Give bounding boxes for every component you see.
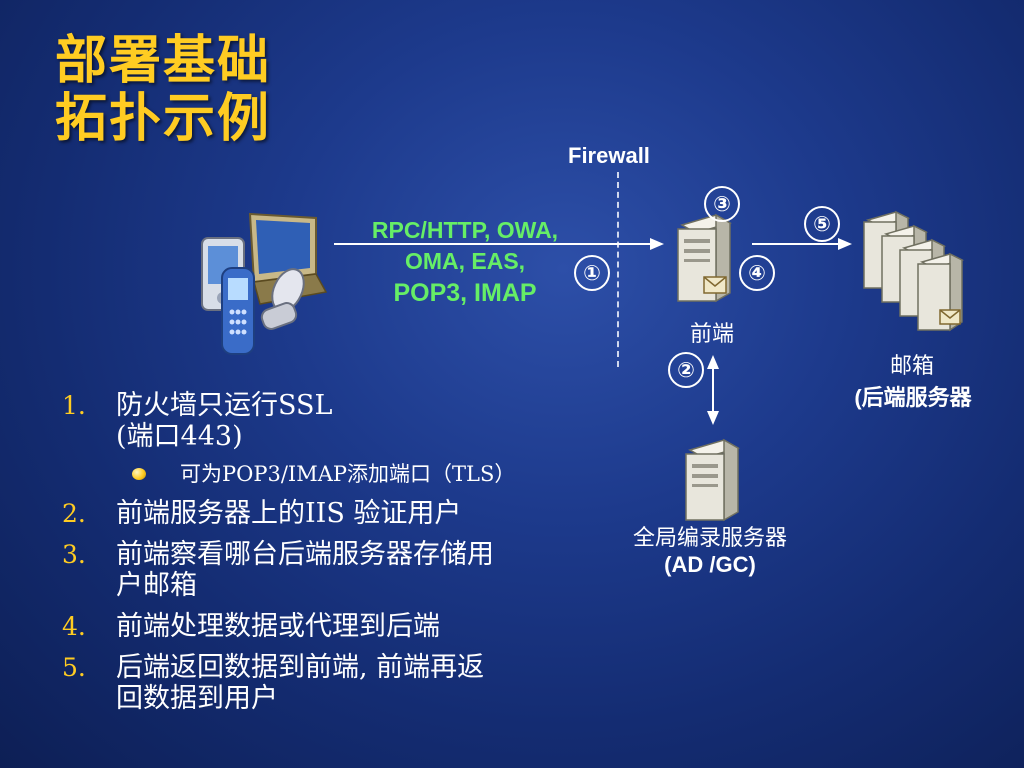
frontend-server-icon bbox=[677, 213, 732, 303]
list-item: 2. 前端服务器上的IIS 验证用户 bbox=[62, 498, 622, 529]
list-item-number: 3. bbox=[62, 540, 86, 569]
list-item-text: 后端返回数据到前端, 前端再返 bbox=[116, 652, 485, 683]
list-item-text-cont: 户邮箱 bbox=[116, 570, 197, 601]
list-item: 4. 前端处理数据或代理到后端 bbox=[62, 611, 622, 642]
protocols-line-1: RPC/HTTP, OWA, bbox=[371, 217, 559, 243]
title-line-1: 部署基础 bbox=[55, 30, 272, 91]
frontend-to-backend-arrow bbox=[752, 238, 852, 250]
frontend-gc-arrow bbox=[707, 355, 719, 425]
backend-servers-icon bbox=[863, 210, 965, 332]
firewall-line bbox=[617, 172, 619, 367]
list-item-text: 防火墙只运行SSL bbox=[116, 390, 333, 421]
list-item: 5. 后端返回数据到前端, 前端再返 回数据到用户 bbox=[62, 652, 622, 714]
step-3-marker: ③ bbox=[704, 186, 740, 222]
steps-list: 1. 防火墙只运行SSL (端口443) 可为POP3/IMAP添加端口（TLS… bbox=[62, 390, 622, 724]
frontend-label: 前端 bbox=[689, 321, 734, 346]
list-sub-item-text: 可为POP3/IMAP添加端口（TLS） bbox=[180, 462, 516, 486]
list-item-text-cont: 回数据到用户 bbox=[116, 683, 278, 714]
protocols-line-3: POP3, IMAP bbox=[393, 279, 537, 307]
list-item-number: 1. bbox=[62, 391, 86, 420]
global-catalog-server-icon bbox=[685, 438, 740, 522]
list-item-number: 2. bbox=[62, 499, 86, 528]
list-item: 1. 防火墙只运行SSL (端口443) bbox=[62, 390, 622, 452]
list-item-text: 前端处理数据或代理到后端 bbox=[116, 611, 440, 642]
list-item-text: 前端察看哪台后端服务器存储用 bbox=[116, 539, 494, 570]
step-4-marker: ④ bbox=[739, 255, 775, 291]
list-item-text-cont: (端口443) bbox=[116, 421, 243, 452]
gc-label-line-1: 全局编录服务器 bbox=[632, 525, 787, 550]
gc-label-line-2: (AD /GC) bbox=[664, 552, 756, 577]
list-item-number: 5. bbox=[62, 653, 86, 682]
client-to-frontend-arrow bbox=[334, 238, 664, 250]
page-title: 部署基础 拓扑示例 bbox=[55, 32, 271, 148]
step-5-marker: ⑤ bbox=[804, 206, 840, 242]
protocols-label: RPC/HTTP, OWA, OMA, EAS, POP3, IMAP bbox=[340, 215, 590, 309]
mailbox-label-line-2: (后端服务器 bbox=[854, 385, 972, 410]
list-item-number: 4. bbox=[62, 612, 86, 641]
title-line-2: 拓扑示例 bbox=[55, 88, 272, 149]
bullet-icon bbox=[132, 468, 146, 480]
mailbox-label-line-1: 邮箱 bbox=[889, 353, 934, 378]
step-1-marker: ① bbox=[574, 255, 610, 291]
client-devices-icon bbox=[201, 212, 328, 355]
list-item: 3. 前端察看哪台后端服务器存储用 户邮箱 bbox=[62, 539, 622, 601]
list-sub-item: 可为POP3/IMAP添加端口（TLS） bbox=[62, 460, 622, 488]
firewall-label: Firewall bbox=[568, 143, 650, 168]
protocols-line-2: OMA, EAS, bbox=[404, 248, 526, 274]
list-item-text: 前端服务器上的IIS 验证用户 bbox=[116, 498, 462, 529]
step-2-marker: ② bbox=[668, 352, 704, 388]
